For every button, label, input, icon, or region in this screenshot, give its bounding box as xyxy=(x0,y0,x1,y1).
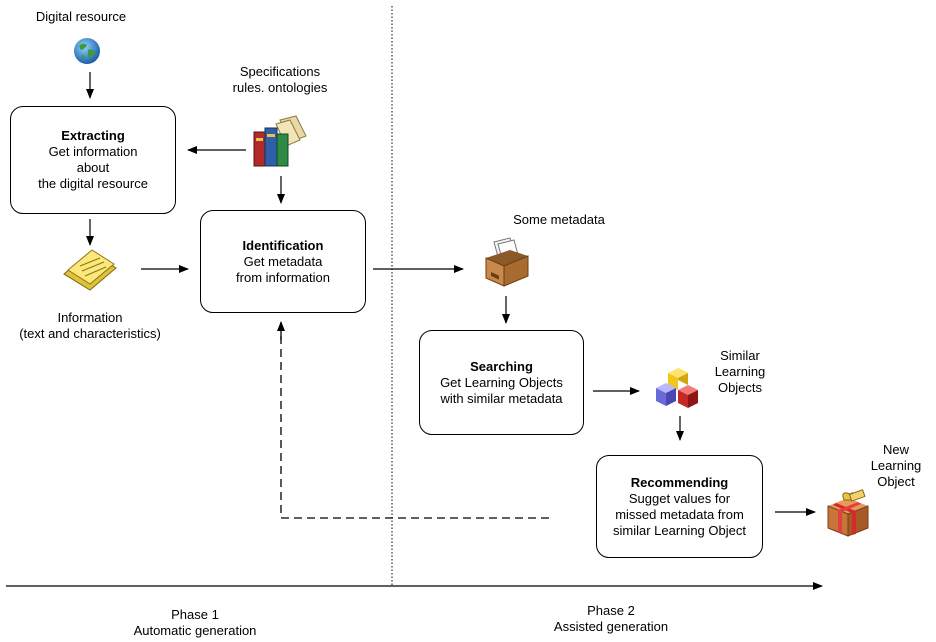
recommending-desc: Sugget values for missed metadata from s… xyxy=(613,490,746,538)
recommending-title: Recommending xyxy=(630,474,729,490)
box-searching: Searching Get Learning Objects with simi… xyxy=(419,330,584,435)
cubes-icon xyxy=(656,368,698,408)
gift-icon xyxy=(827,489,869,537)
phase2-name: Phase 2 xyxy=(587,603,635,618)
phase1-desc: Automatic generation xyxy=(133,623,257,638)
phase1-name: Phase 1 xyxy=(171,607,219,622)
identification-desc: Get metadata from information xyxy=(236,253,330,285)
searching-title: Searching xyxy=(470,358,533,374)
box-recommending: Recommending Sugget values for missed me… xyxy=(596,455,763,558)
extracting-title: Extracting xyxy=(61,128,125,143)
feedback-loop-dashed xyxy=(280,324,549,519)
searching-desc: Get Learning Objects with similar metada… xyxy=(440,374,563,406)
label-some-metadata: Some metadata xyxy=(513,212,605,227)
box-identification: Identification Get metadata from informa… xyxy=(200,210,366,313)
extracting-desc: Get information about the digital resour… xyxy=(38,144,148,191)
identification-title: Identification xyxy=(242,237,324,253)
phase2-desc: Assisted generation xyxy=(553,619,669,634)
notes-icon xyxy=(63,249,117,291)
globe-icon xyxy=(74,38,100,64)
label-similar-los: Similar Learning Objects xyxy=(714,348,766,395)
label-information: Information (text and characteristics) xyxy=(19,310,161,341)
label-digital-resource: Digital resource xyxy=(35,9,127,24)
books-icon xyxy=(253,115,307,167)
box-extracting: Extracting Get information about the dig… xyxy=(10,106,176,214)
label-new-lo: New Learning Object xyxy=(870,442,922,489)
archive-box-icon xyxy=(485,237,529,287)
phase1-label: Phase 1 Automatic generation xyxy=(90,607,300,639)
label-specifications: Specifications rules. ontologies xyxy=(232,64,328,95)
phase2-label: Phase 2 Assisted generation xyxy=(506,603,716,635)
